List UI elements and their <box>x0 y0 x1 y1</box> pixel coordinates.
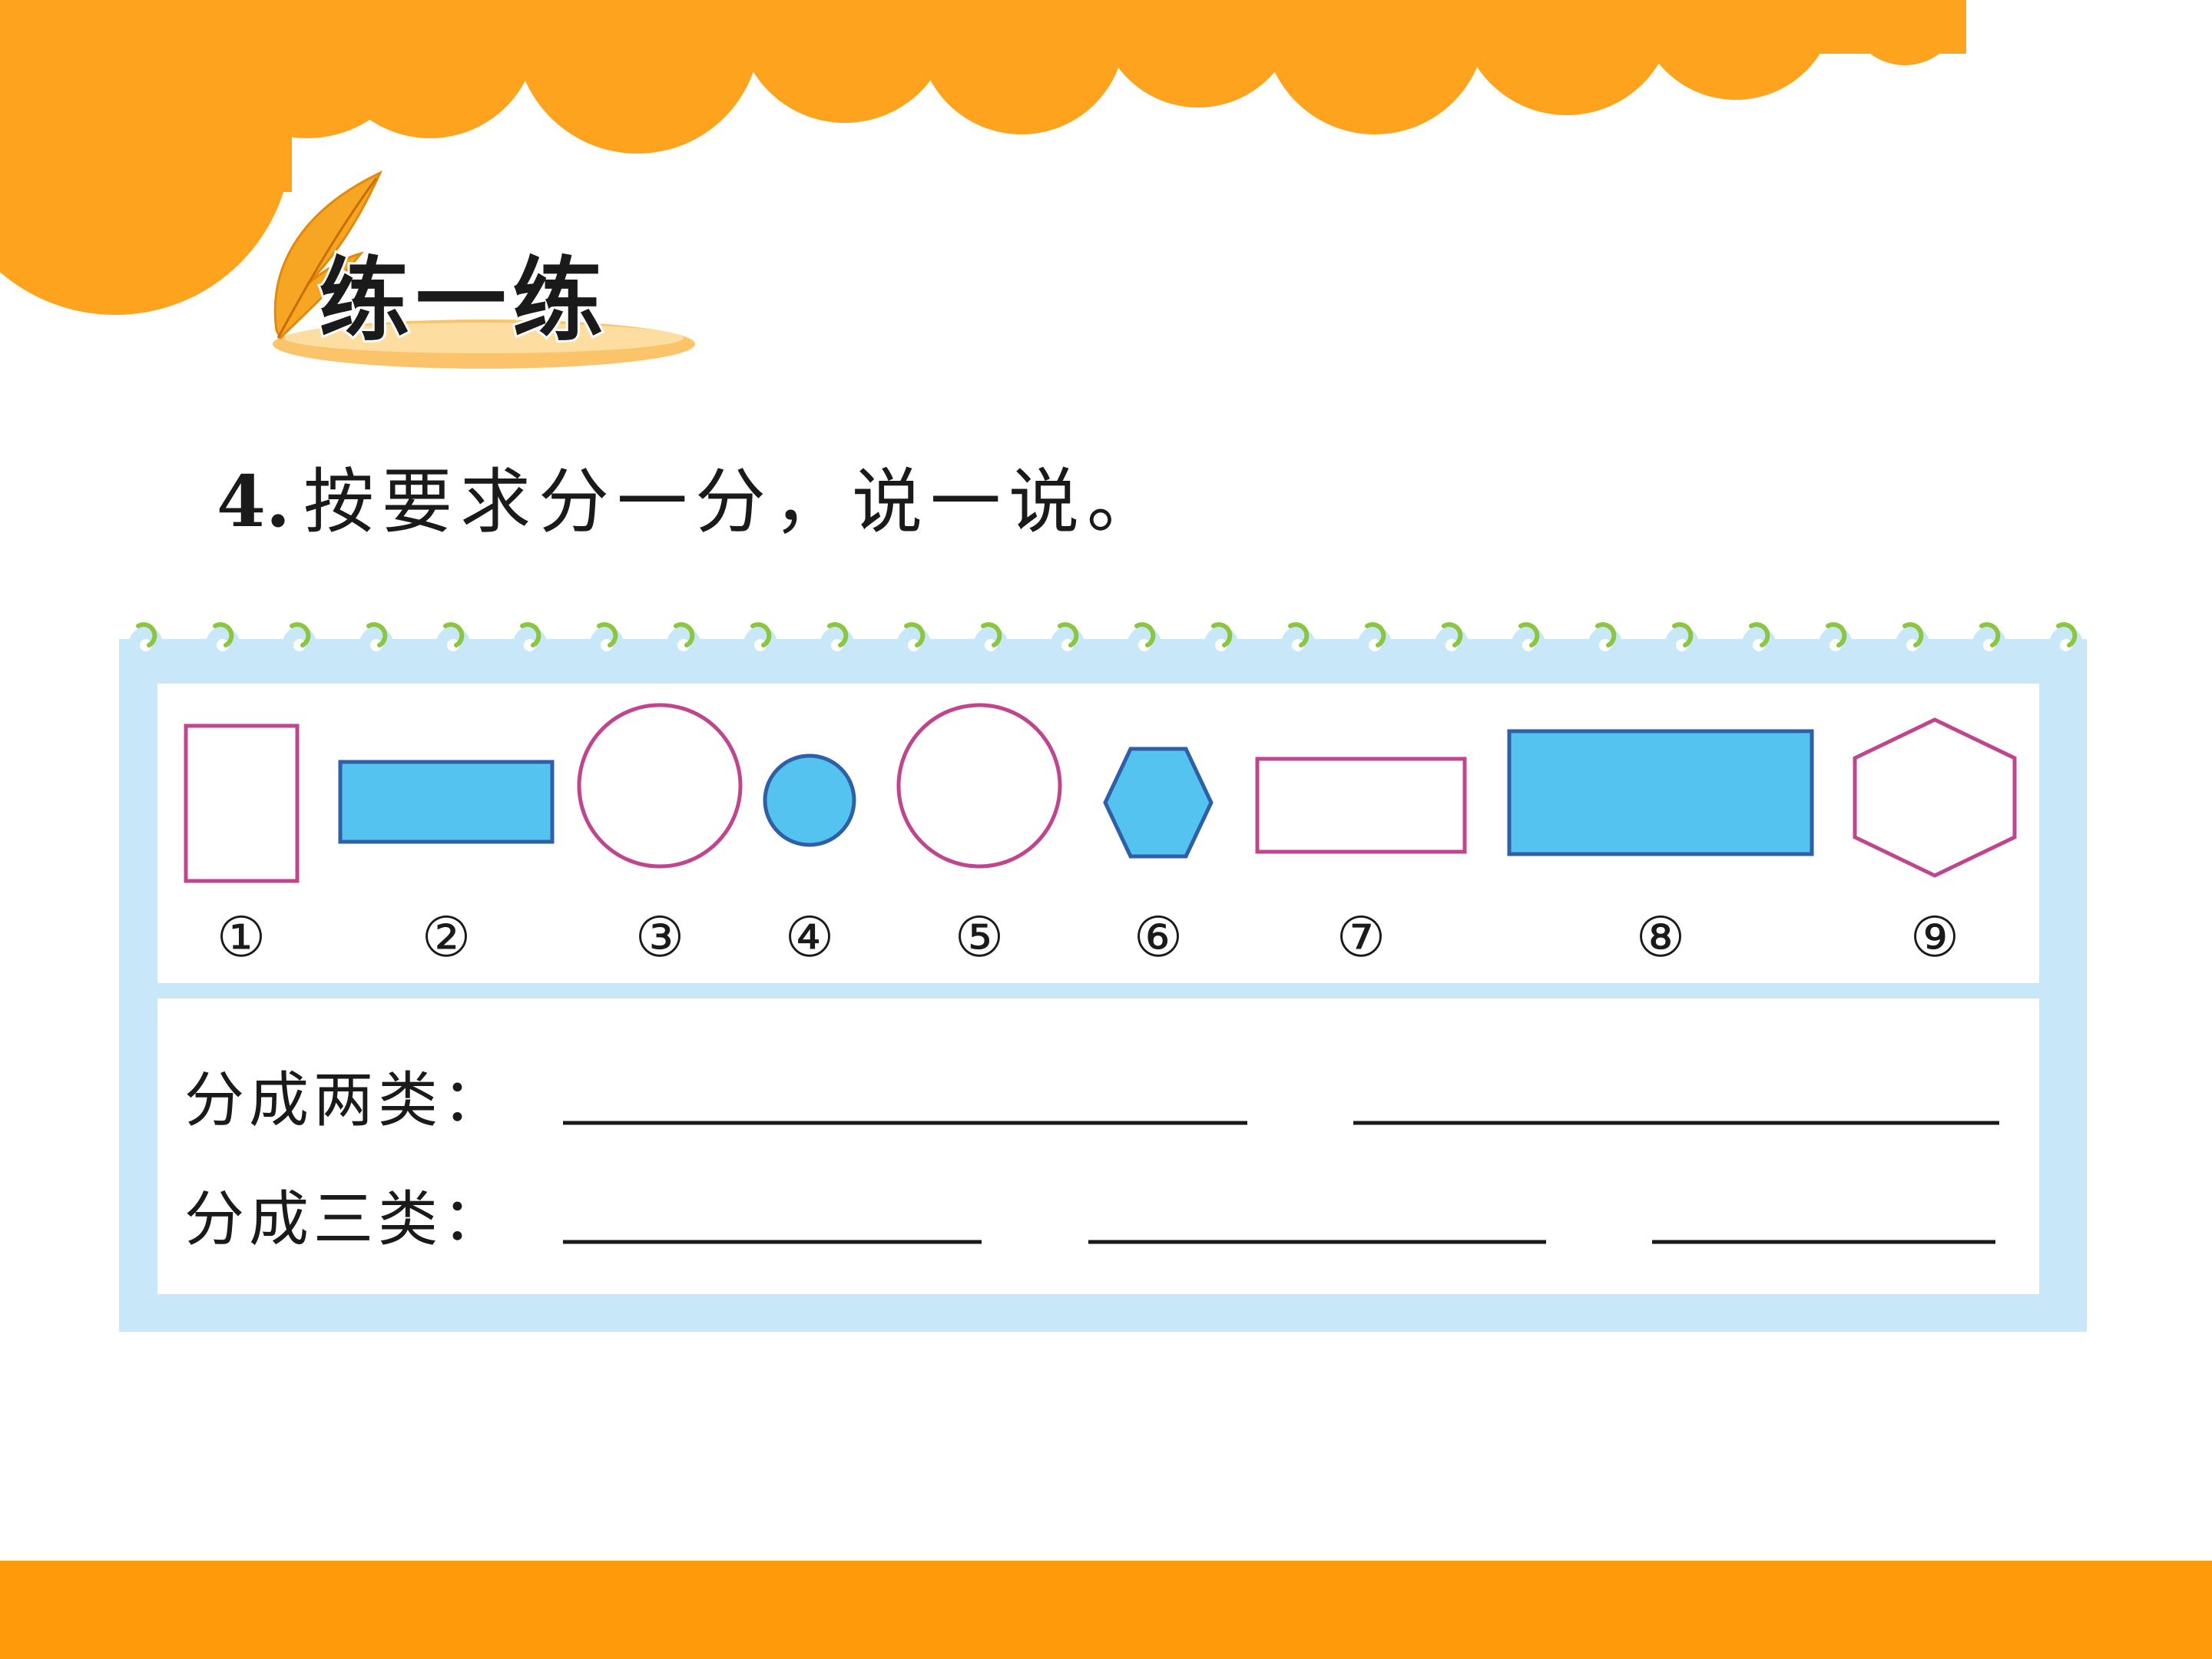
shape-label-9: ⑨ <box>1909 905 1960 969</box>
footer-bar <box>0 1561 2212 1659</box>
ring-hole <box>1830 639 1842 651</box>
spiral-ring <box>827 622 849 647</box>
spiral-rings <box>136 622 2078 651</box>
shape-label-1: ① <box>216 905 267 969</box>
shape-label-2: ② <box>421 905 472 969</box>
ring-hole <box>293 639 306 651</box>
spiral-ring <box>904 622 926 647</box>
shape-label-4: ④ <box>784 905 835 969</box>
spiral-ring <box>213 622 234 647</box>
spiral-ring <box>1058 622 1079 647</box>
ring-hole <box>1215 639 1227 651</box>
spiral-ring <box>136 622 157 647</box>
ring-hole <box>1599 639 1611 651</box>
spiral-ring <box>366 622 388 647</box>
spiral-ring <box>520 622 541 647</box>
spiral-ring <box>1288 622 1310 647</box>
spiral-ring <box>1749 622 1770 647</box>
ring-hole <box>447 639 459 651</box>
spiral-ring <box>1672 622 1694 647</box>
three-groups-label: 分成三类： <box>184 1185 508 1254</box>
shape-label-3: ③ <box>634 905 685 969</box>
exercise-instruction: 按要求分一分，说一说。 <box>303 461 1165 543</box>
ring-hole <box>908 639 920 651</box>
ring-hole <box>1522 639 1535 651</box>
top-banner <box>0 0 1966 315</box>
shape-3-circle <box>577 703 743 869</box>
shape-label-5: ⑤ <box>954 905 1005 969</box>
spiral-ring <box>1134 622 1156 647</box>
exercise-number: 4. <box>217 460 290 543</box>
ring-hole <box>754 639 767 651</box>
ring-hole <box>217 639 229 651</box>
answer-panel <box>157 998 2039 1294</box>
ring-hole <box>1292 639 1304 651</box>
shape-5-circle <box>896 703 1062 869</box>
ring-hole <box>831 639 843 651</box>
spiral-ring <box>1595 622 1617 647</box>
spiral-ring <box>1442 622 1463 647</box>
ring-hole <box>140 639 152 651</box>
spiral-ring <box>1518 622 1540 647</box>
ring-hole <box>1445 639 1458 651</box>
ring-hole <box>1369 639 1381 651</box>
ring-hole <box>1906 639 1919 651</box>
spiral-ring <box>2056 622 2078 647</box>
spiral-ring <box>674 622 695 647</box>
shape-6-hexagon <box>1103 747 1214 859</box>
shape-label-7: ⑦ <box>1336 905 1386 969</box>
ring-hole <box>677 639 690 651</box>
spiral-ring <box>750 622 772 647</box>
shape-4-circle <box>763 753 856 847</box>
spiral-ring <box>981 622 1002 647</box>
ring-hole <box>985 639 997 651</box>
shape-2-rectangle <box>338 760 555 844</box>
badge-title: 练一练 <box>319 247 609 353</box>
spiral-ring <box>290 622 311 647</box>
ring-hole <box>370 639 382 651</box>
shape-1-rectangle <box>184 724 300 883</box>
spiral-ring <box>1826 622 1847 647</box>
ring-hole <box>1061 639 1074 651</box>
ring-hole <box>601 639 613 651</box>
spiral-ring <box>443 622 465 647</box>
ring-hole <box>1676 639 1688 651</box>
shape-label-6: ⑥ <box>1133 905 1184 969</box>
ring-hole <box>1983 639 1995 651</box>
ring-hole <box>2060 639 2072 651</box>
spiral-ring <box>597 622 618 647</box>
ring-hole <box>524 639 536 651</box>
spiral-ring <box>1365 622 1386 647</box>
spiral-ring <box>1211 622 1233 647</box>
two-groups-label: 分成两类： <box>184 1066 508 1135</box>
spiral-ring <box>1979 622 2001 647</box>
shape-8-rectangle <box>1507 729 1814 856</box>
ring-hole <box>1753 639 1765 651</box>
ring-hole <box>1138 639 1151 651</box>
shape-label-8: ⑧ <box>1635 905 1686 969</box>
shape-7-rectangle <box>1255 757 1467 854</box>
practice-badge <box>273 170 695 369</box>
spiral-ring <box>1902 622 1924 647</box>
shape-9-hexagon <box>1853 717 2017 878</box>
